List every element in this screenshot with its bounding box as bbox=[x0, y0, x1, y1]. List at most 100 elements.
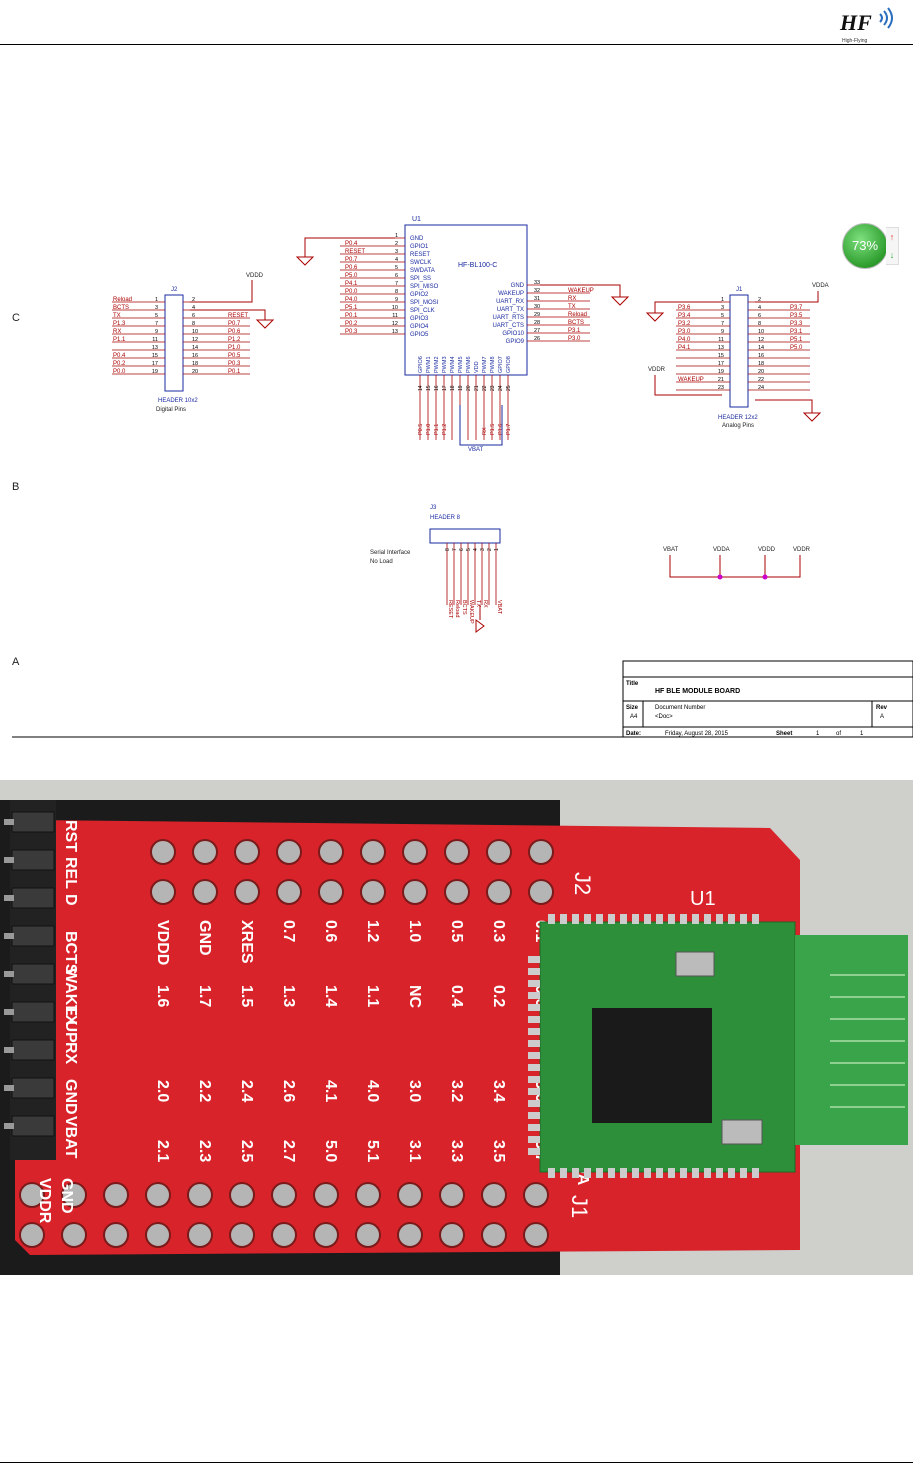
board-silk-label: 0.4 bbox=[448, 985, 465, 1007]
percentage-badge[interactable]: 73% ↑ ↓ bbox=[842, 223, 899, 269]
header-pin-tip bbox=[4, 1047, 14, 1053]
header-pin bbox=[11, 963, 55, 985]
j2-pin-number: 15 bbox=[152, 353, 158, 359]
u1-pin-number: 29 bbox=[534, 312, 540, 318]
j2-pin-number: 20 bbox=[192, 369, 198, 375]
j1-subtitle: Analog Pins bbox=[722, 423, 754, 429]
j1-pin-number: 8 bbox=[758, 321, 761, 327]
tb-doc-label: Document Number bbox=[655, 705, 705, 711]
u1-pin-number: 16 bbox=[434, 385, 440, 391]
board-silk-label: 0.5 bbox=[448, 920, 465, 942]
title-block: Title HF BLE MODULE BOARD Size A4 Docume… bbox=[622, 660, 913, 738]
header-pin bbox=[11, 925, 55, 947]
j3-pin-number: 8 bbox=[445, 548, 451, 551]
hf-logo: HF High-Flying bbox=[838, 6, 898, 44]
board-side-label: BCTS bbox=[62, 931, 79, 975]
u1-pin-number: 5 bbox=[395, 265, 398, 271]
u1-pin-name: GPIO3 bbox=[410, 316, 429, 322]
board-silk-label: 2.5 bbox=[238, 1140, 255, 1162]
u1-pin-name: PWM1 bbox=[426, 357, 432, 374]
module-pad bbox=[680, 1168, 687, 1178]
u1-pin-name: SWDATA bbox=[410, 268, 435, 274]
u1-net-label: RESET bbox=[345, 249, 365, 255]
pcb-hole bbox=[355, 1182, 381, 1208]
board-silk-label: 1.4 bbox=[322, 985, 339, 1007]
u1-pin-number: 1 bbox=[395, 233, 398, 239]
header-pin bbox=[11, 1115, 55, 1137]
u1-pin-name: RESET bbox=[410, 252, 430, 258]
j2-pin-number: 8 bbox=[192, 321, 195, 327]
pcb-hole bbox=[150, 839, 176, 865]
j2-pin-number: 2 bbox=[192, 297, 195, 303]
j1-pin-number: 18 bbox=[758, 361, 764, 367]
module-pad bbox=[528, 1040, 540, 1047]
j2-power: VDDD bbox=[246, 273, 264, 279]
footer-rule bbox=[0, 1462, 913, 1463]
module-pad bbox=[632, 914, 639, 924]
j1-net-label: P3.3 bbox=[790, 321, 803, 327]
j2-net-label: RX bbox=[113, 329, 121, 335]
u1-pin-number: 11 bbox=[392, 313, 398, 319]
u1-net-label: P1.2 bbox=[442, 424, 448, 435]
pcb-hole bbox=[192, 879, 218, 905]
j1-vdda-wire bbox=[755, 291, 819, 303]
module-pad bbox=[528, 1112, 540, 1119]
module-pad bbox=[608, 914, 615, 924]
pcb-hole bbox=[355, 1222, 381, 1248]
u1-pin-number: 25 bbox=[506, 385, 512, 391]
j1-pin-number: 7 bbox=[721, 321, 724, 327]
j1-pin-number: 15 bbox=[718, 353, 724, 359]
u1-net-label: P1.1 bbox=[434, 424, 440, 435]
u1-net-label: P1.5 bbox=[490, 424, 496, 435]
header-pin-tip bbox=[4, 1085, 14, 1091]
board-silk-label: 4.0 bbox=[364, 1080, 381, 1102]
module-pad bbox=[548, 1168, 555, 1178]
j3-net-label: Reload bbox=[454, 600, 460, 617]
u1-pin-name: PWM3 bbox=[442, 357, 448, 374]
tb-sheet: 1 bbox=[816, 731, 820, 737]
j2-net-label: P0.1 bbox=[228, 369, 241, 375]
j2-pin-number: 10 bbox=[192, 329, 198, 335]
tb-title-label: Title bbox=[626, 681, 639, 687]
pcb-hole bbox=[523, 1182, 549, 1208]
module-pad bbox=[560, 914, 567, 924]
j1-body bbox=[729, 294, 749, 408]
arrow-up-icon: ↑ bbox=[889, 232, 895, 242]
u1-net-label: P3.1 bbox=[568, 328, 581, 334]
pcb-hole bbox=[397, 1222, 423, 1248]
u1-pin-name: PWM5 bbox=[458, 357, 464, 374]
module-pad bbox=[668, 1168, 675, 1178]
pcb-hole bbox=[439, 1182, 465, 1208]
j1-pin-number: 24 bbox=[758, 385, 764, 391]
board-silk-label: 1.3 bbox=[280, 985, 297, 1007]
u1-pin-name: UART_CTS bbox=[492, 323, 524, 329]
j2-subtitle: Digital Pins bbox=[156, 407, 186, 413]
j3-pin-number: 4 bbox=[473, 548, 479, 551]
j2-net-label: P0.3 bbox=[228, 361, 241, 367]
board-silk-label: 0.3 bbox=[490, 920, 507, 942]
tb-date: Friday, August 28, 2015 bbox=[665, 731, 729, 737]
header-pin-tip bbox=[4, 933, 14, 939]
j1-pin-number: 11 bbox=[718, 337, 724, 343]
u1-net-label: Reload bbox=[568, 312, 587, 318]
board-silk-label: 1.2 bbox=[364, 920, 381, 942]
pcb-hole bbox=[145, 1182, 171, 1208]
j3-net-label: BCTS bbox=[461, 600, 467, 615]
logo-text: HF bbox=[839, 10, 872, 35]
board-silk-label: 3.3 bbox=[448, 1140, 465, 1162]
u1-pin-name: GPIO2 bbox=[410, 292, 429, 298]
badge-arrows: ↑ ↓ bbox=[886, 227, 899, 265]
module-pad bbox=[560, 1168, 567, 1178]
pcb-hole bbox=[229, 1182, 255, 1208]
u1-net-label: TX bbox=[568, 304, 576, 310]
j2-pin-number: 17 bbox=[152, 361, 158, 367]
header-pin-tip bbox=[4, 1009, 14, 1015]
u1-net-label: P1.0 bbox=[426, 424, 432, 435]
j1-pin-number: 20 bbox=[758, 369, 764, 375]
module-pad bbox=[740, 1168, 747, 1178]
j2-title: HEADER 10x2 bbox=[158, 398, 198, 404]
u1-pin-name: UART_RTS bbox=[493, 315, 524, 321]
board-silk-label: 2.1 bbox=[154, 1140, 171, 1162]
